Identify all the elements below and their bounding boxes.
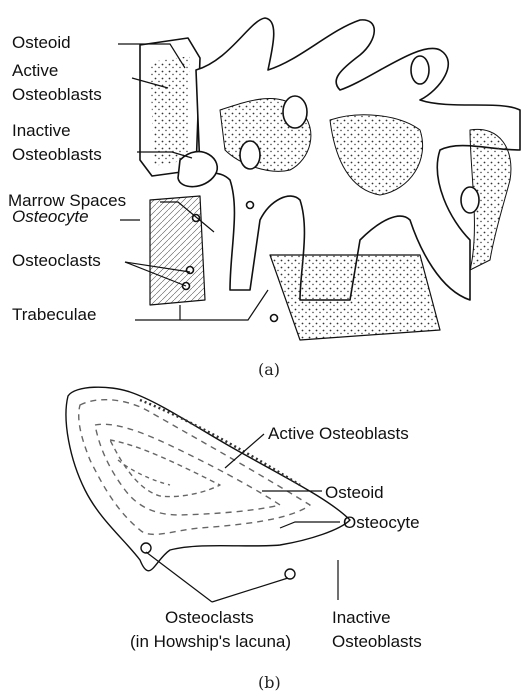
label-inactive-osteoblasts-a-line1: Inactive (12, 121, 71, 140)
trabecula-cross-section (66, 387, 350, 579)
label-trabeculae-a: Trabeculae (12, 305, 96, 324)
label-osteoid-b: Osteoid (325, 483, 384, 502)
caption-a: (a) (258, 360, 280, 379)
label-inactive-osteoblasts-a-line2: Osteoblasts (12, 145, 102, 164)
label-osteoclasts-a: Osteoclasts (12, 251, 101, 270)
label-inactive-osteoblasts-b-line2: Osteoblasts (332, 632, 422, 651)
label-osteoid-a: Osteoid (12, 33, 71, 52)
label-inactive-osteoblasts-b-line1: Inactive (332, 608, 391, 627)
label-active-osteoblasts-b: Active Osteoblasts (268, 424, 409, 443)
label-active-osteoblasts-a-line1: Active (12, 61, 58, 80)
label-osteocyte-b: Osteocyte (343, 513, 420, 532)
caption-b: (b) (258, 673, 281, 692)
label-osteoclasts-b-line2: (in Howship's lacuna) (130, 632, 291, 651)
trabecular-bone-illustration (140, 18, 520, 340)
label-active-osteoblasts-a-line2: Osteoblasts (12, 85, 102, 104)
label-osteocyte-a: Osteocyte (12, 207, 89, 226)
label-osteoclasts-b-line1: Osteoclasts (165, 608, 254, 627)
